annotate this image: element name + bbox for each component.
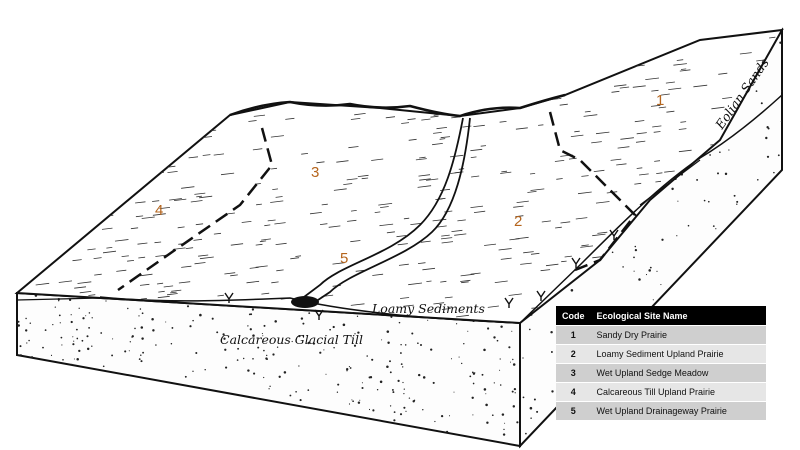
- ridge-crest: [229, 93, 566, 118]
- side-inner-line: [639, 159, 701, 206]
- legend-site-name: Sandy Dry Prairie: [590, 325, 766, 345]
- legend-row: 1 Sandy Dry Prairie: [556, 325, 766, 345]
- water-table-markers: [224, 229, 619, 320]
- legend-code: 4: [556, 382, 591, 402]
- front-layer-line: [16, 297, 101, 301]
- legend-code: 2: [556, 344, 591, 364]
- zone-number-2: 2: [514, 213, 522, 230]
- legend-row: 5 Wet Upland Drainageway Prairie: [556, 401, 766, 420]
- legend-site-name: Calcareous Till Upland Prairie: [590, 382, 766, 402]
- legend-row: 2 Loamy Sediment Upland Prairie: [556, 344, 766, 364]
- legend-code: 5: [556, 401, 591, 420]
- legend-site-name: Loamy Sediment Upland Prairie: [590, 344, 766, 364]
- ecological-site-legend: Code Ecological Site Name 1 Sandy Dry Pr…: [556, 306, 766, 420]
- site-boundary-4-3: [117, 127, 274, 292]
- drainageway-channel: [299, 117, 464, 301]
- legend-site-name: Wet Upland Sedge Meadow: [590, 363, 766, 383]
- layer-label-loamy: Loamy Sediments: [371, 301, 485, 316]
- zone-number-1: 1: [656, 92, 664, 109]
- legend-header-row: Code Ecological Site Name: [556, 306, 766, 326]
- legend-site-name: Wet Upland Drainageway Prairie: [590, 401, 766, 420]
- legend-code-header: Code: [556, 306, 591, 326]
- legend-code: 3: [556, 363, 591, 383]
- loamy-till-boundary: [99, 296, 521, 324]
- eolian-loamy-boundary: [519, 94, 783, 324]
- land-surface: [14, 28, 784, 325]
- legend-row: 3 Wet Upland Sedge Meadow: [556, 363, 766, 383]
- layer-label-till: Calcareous Glacial Till: [220, 332, 363, 347]
- wetland-pool: [291, 296, 319, 308]
- zone-number-4: 4: [155, 202, 163, 219]
- drainageway-channel-edge: [314, 117, 471, 303]
- legend-row: 4 Calcareous Till Upland Prairie: [556, 382, 766, 402]
- zone-number-5: 5: [340, 250, 348, 267]
- zone-number-3: 3: [311, 164, 319, 181]
- site-boundary-2-1: [548, 111, 637, 272]
- legend-name-header: Ecological Site Name: [590, 306, 766, 326]
- legend-code: 1: [556, 325, 591, 345]
